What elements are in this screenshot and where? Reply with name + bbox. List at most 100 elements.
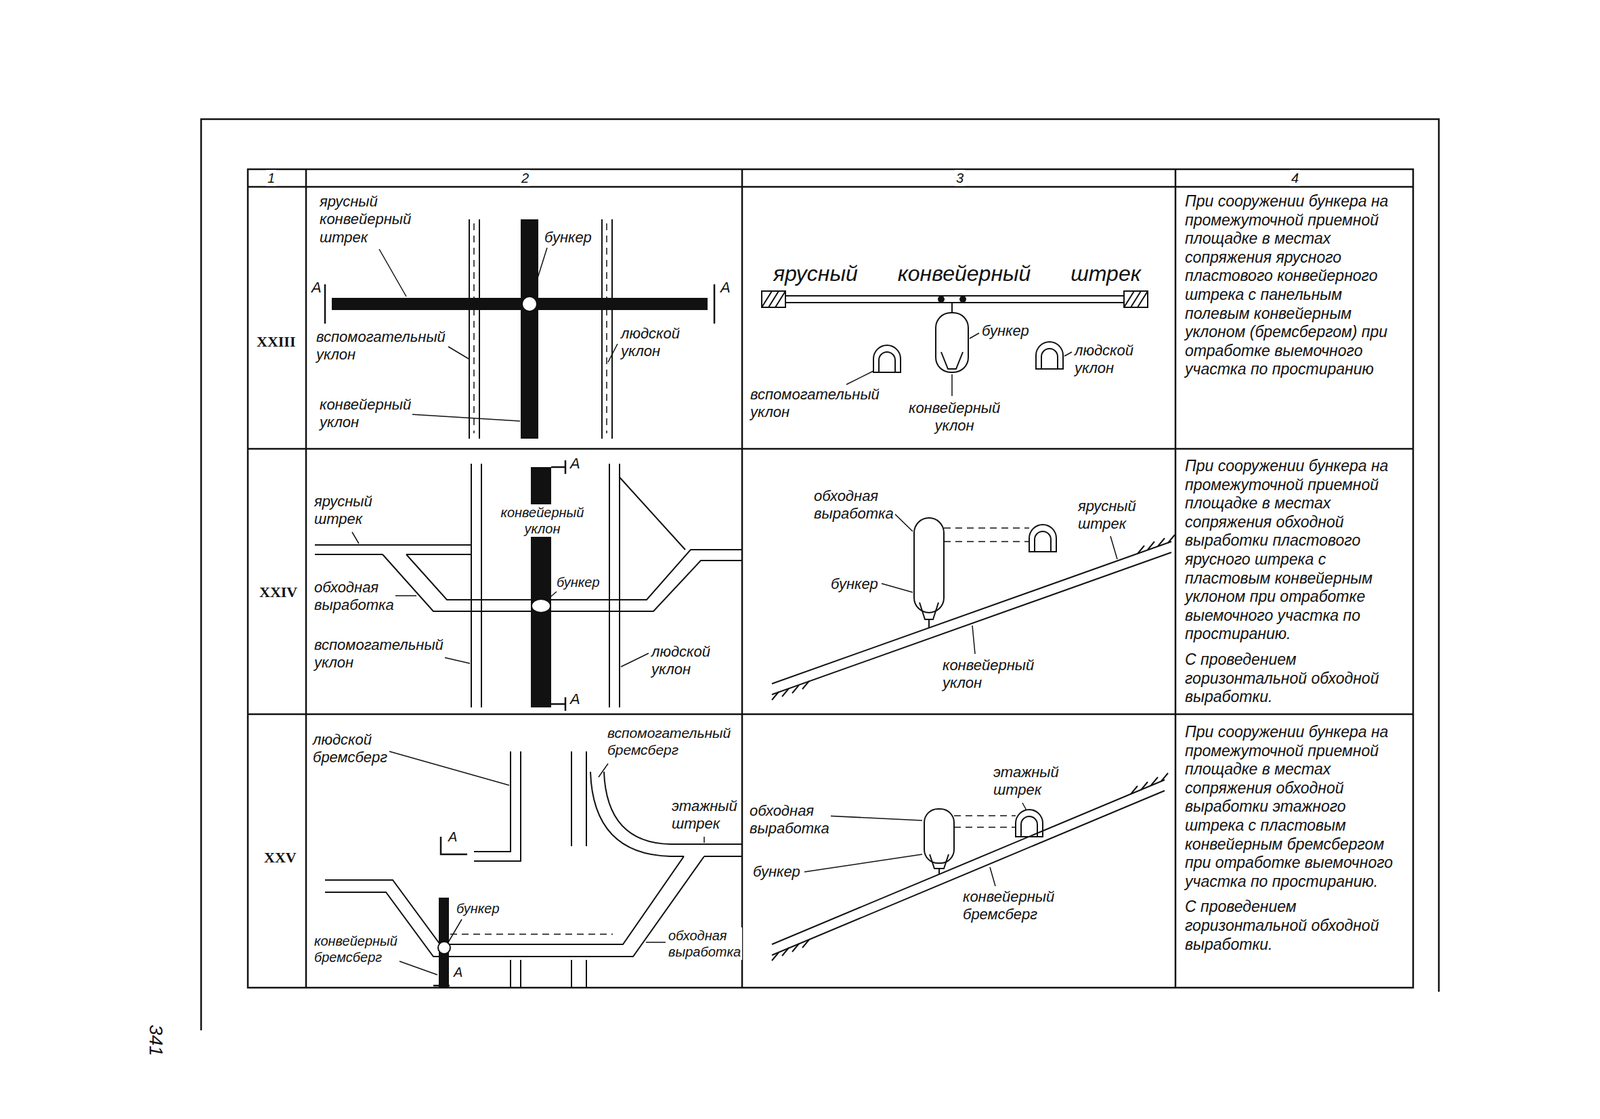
leader-line bbox=[389, 751, 705, 976]
section-workings bbox=[771, 773, 1169, 961]
working-label: бункер bbox=[455, 900, 502, 917]
working-label: бункер bbox=[555, 574, 602, 591]
bunker-symbol bbox=[438, 941, 451, 955]
description-text: При сооружении бункера на промежуточной … bbox=[1183, 457, 1410, 644]
working-label: ярусный штрек bbox=[1076, 497, 1138, 534]
plan-workings bbox=[571, 751, 587, 847]
pulley-symbol bbox=[959, 295, 967, 303]
working-label: людской уклон bbox=[1073, 341, 1135, 378]
section-workings bbox=[954, 815, 1016, 828]
section-mark: А bbox=[452, 964, 464, 981]
description-text: При сооружении бункера на промежуточной … bbox=[1183, 723, 1410, 892]
plan-workings bbox=[473, 223, 607, 434]
working-label: обходная выработка bbox=[312, 578, 396, 615]
column-number: 4 bbox=[1289, 169, 1301, 187]
plan-workings bbox=[469, 219, 613, 439]
column-number: 1 bbox=[266, 169, 277, 187]
plan-workings bbox=[406, 549, 743, 600]
section-workings bbox=[1021, 816, 1038, 837]
working-label: вспомогательный уклон bbox=[314, 328, 447, 365]
working-label: вспомогательный уклон bbox=[748, 385, 881, 422]
section-workings bbox=[1123, 291, 1148, 308]
leader-line bbox=[389, 751, 705, 976]
working-label: конвейерный бремсберг bbox=[312, 933, 399, 966]
section-mark: А bbox=[568, 690, 582, 709]
description-text: При сооружении бункера на промежуточной … bbox=[1183, 192, 1410, 380]
working-label: конвейерный уклон bbox=[907, 399, 1002, 436]
section-workings bbox=[761, 291, 786, 308]
plan-workings bbox=[619, 477, 686, 550]
working-label: вспомогательный бремсберг bbox=[606, 724, 732, 759]
working-label: конвейерный уклон bbox=[318, 396, 413, 432]
working-label: этажный штрек bbox=[670, 797, 739, 834]
working-label: конвейерный уклон bbox=[490, 504, 595, 537]
section-workings bbox=[1015, 809, 1043, 837]
section-workings bbox=[941, 352, 963, 370]
working-label: ярусный конвейерный штрек bbox=[318, 192, 413, 247]
row-number: XXIV bbox=[257, 583, 299, 602]
section-workings bbox=[1029, 524, 1057, 552]
section-workings bbox=[771, 681, 810, 701]
working-label: конвейерный бремсберг bbox=[961, 888, 1056, 925]
working-label: бункер bbox=[980, 322, 1031, 340]
plan-workings bbox=[469, 219, 613, 439]
section-workings bbox=[873, 345, 901, 373]
section-mark: А bbox=[719, 278, 732, 297]
plan-workings bbox=[325, 856, 684, 945]
plan-workings bbox=[471, 463, 620, 708]
plan-workings bbox=[450, 933, 613, 936]
conveyor-drift bbox=[331, 297, 708, 311]
working-label: этажный штрек bbox=[991, 763, 1061, 800]
section-workings bbox=[924, 809, 955, 864]
section-workings bbox=[785, 295, 1124, 303]
section-workings bbox=[1123, 291, 1148, 308]
row-number: XXV bbox=[262, 849, 298, 867]
working-label: ярусный конвейерный штрек bbox=[771, 260, 1143, 287]
row-number: XXIII bbox=[255, 333, 297, 351]
section-workings bbox=[1035, 341, 1064, 370]
page-frame bbox=[247, 169, 1414, 988]
section-workings bbox=[771, 541, 1172, 695]
conveyor-incline bbox=[520, 219, 539, 439]
working-label: бункер bbox=[543, 228, 594, 247]
working-label: обходная выработка bbox=[748, 802, 831, 839]
plan-workings bbox=[382, 554, 743, 612]
section-workings bbox=[1034, 531, 1051, 552]
section-workings bbox=[935, 312, 969, 373]
bunker-symbol bbox=[522, 296, 537, 312]
section-workings bbox=[1130, 773, 1169, 795]
section-mark: А bbox=[310, 278, 323, 297]
description-text: С проведением горизонтальной обходной вы… bbox=[1183, 650, 1410, 707]
section-workings bbox=[1041, 348, 1058, 370]
plan-workings bbox=[510, 960, 587, 988]
plan-workings bbox=[670, 844, 743, 857]
working-label: людской уклон bbox=[650, 643, 712, 680]
page-frame bbox=[201, 119, 1439, 1031]
section-workings bbox=[1137, 534, 1175, 554]
section-workings bbox=[943, 528, 1030, 542]
working-label: людской уклон bbox=[619, 325, 682, 361]
working-label: бункер bbox=[829, 575, 880, 594]
section-workings bbox=[771, 517, 1175, 701]
bunker-symbol bbox=[531, 599, 551, 613]
working-label: конвейерный уклон bbox=[941, 656, 1036, 693]
plan-workings bbox=[473, 751, 521, 862]
column-number: 3 bbox=[954, 169, 965, 187]
leader-line bbox=[804, 803, 1027, 887]
working-label: вспомогательный уклон bbox=[312, 636, 445, 673]
section-marker bbox=[325, 284, 715, 324]
section-workings bbox=[929, 854, 949, 875]
working-label: людской бремсберг bbox=[311, 731, 389, 768]
section-workings bbox=[761, 291, 786, 308]
section-workings bbox=[914, 517, 944, 613]
section-workings bbox=[951, 302, 953, 313]
plan-workings bbox=[590, 771, 671, 857]
working-label: обходная выработка bbox=[666, 927, 743, 961]
section-marker bbox=[325, 284, 715, 324]
section-mark: А bbox=[568, 455, 582, 473]
section-mark: А bbox=[446, 828, 459, 846]
page-frame bbox=[247, 169, 1414, 988]
page-number: 341 bbox=[144, 1023, 168, 1058]
plan-workings bbox=[314, 545, 472, 555]
